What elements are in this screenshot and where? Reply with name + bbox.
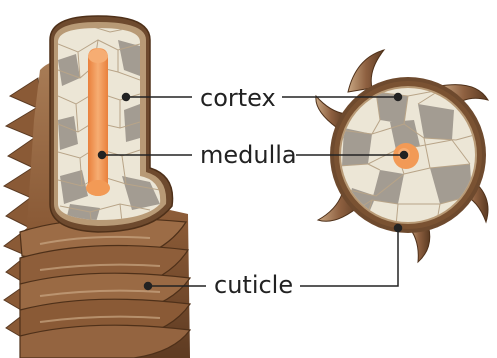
pointer-cuticle-right xyxy=(300,228,398,286)
medulla-top-cap xyxy=(88,49,108,63)
pointer-cortex-left-dot xyxy=(123,94,130,101)
pointer-cortex-right-dot xyxy=(395,94,402,101)
label-cortex: cortex xyxy=(200,86,276,110)
medulla-core xyxy=(88,48,108,196)
cuticle-scale-bands xyxy=(20,219,190,358)
pointer-medulla-right-dot xyxy=(401,152,408,159)
pointer-cuticle-left-dot xyxy=(145,283,152,290)
pointer-medulla-left-dot xyxy=(99,152,106,159)
pointer-cuticle-right-dot xyxy=(395,225,402,232)
label-cuticle: cuticle xyxy=(214,273,293,297)
label-medulla: medulla xyxy=(200,143,297,167)
medulla-bottom-cap xyxy=(86,180,110,196)
hair-shaft-illustration xyxy=(4,16,190,358)
